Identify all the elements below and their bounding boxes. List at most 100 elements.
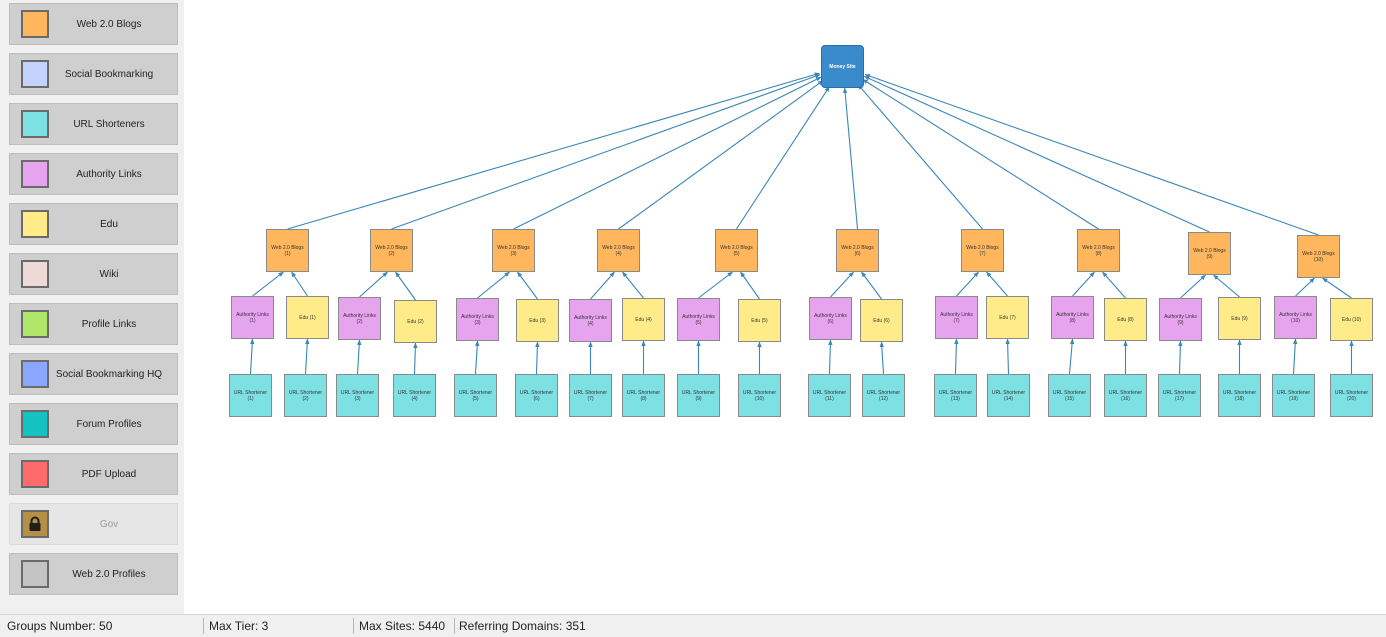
edu-node-2[interactable]: Edu (2) <box>394 300 437 343</box>
diagram-links <box>249 72 1354 375</box>
url-shortener-node-14[interactable]: URL Shortener (14) <box>987 374 1030 417</box>
link-web2-8-to-money-site <box>862 78 1099 230</box>
url-shortener-node-5[interactable]: URL Shortener (5) <box>454 374 497 417</box>
url-shortener-node-18[interactable]: URL Shortener (18) <box>1218 374 1261 417</box>
edu-node-10[interactable]: Edu (10) <box>1330 298 1373 341</box>
link-shortener-14-to-edu-7 <box>1005 338 1010 375</box>
authority-links-node-10[interactable]: Authority Links (10) <box>1274 296 1317 339</box>
web2-blog-node-2[interactable]: Web 2.0 Blogs (2) <box>370 229 413 272</box>
edu-node-3[interactable]: Edu (3) <box>516 299 559 342</box>
link-authority-9-to-web2-9 <box>1180 274 1206 299</box>
link-edu-6-to-web2-6 <box>861 271 882 300</box>
link-shortener-15-to-authority-8 <box>1068 338 1075 375</box>
money-site-node[interactable]: Money Site <box>821 45 864 88</box>
link-web2-3-to-money-site <box>513 76 822 230</box>
edu-node-9[interactable]: Edu (9) <box>1218 297 1261 340</box>
edu-node-7[interactable]: Edu (7) <box>986 296 1029 339</box>
link-edu-8-to-web2-8 <box>1102 271 1126 299</box>
authority-links-node-3[interactable]: Authority Links (3) <box>456 298 499 341</box>
url-shortener-node-12[interactable]: URL Shortener (12) <box>862 374 905 417</box>
web2-blog-node-8[interactable]: Web 2.0 Blogs (8) <box>1077 229 1120 272</box>
link-authority-5-to-web2-5 <box>698 271 733 299</box>
authority-links-node-7[interactable]: Authority Links (7) <box>935 296 978 339</box>
authority-links-node-5[interactable]: Authority Links (5) <box>677 298 720 341</box>
palette-item-authority-links[interactable]: Authority Links <box>9 153 178 195</box>
link-edu-5-to-web2-5 <box>740 271 760 300</box>
palette-item-label: Wiki <box>99 268 119 280</box>
authority-links-node-9[interactable]: Authority Links (9) <box>1159 298 1202 341</box>
profile-links-swatch <box>21 310 49 338</box>
edu-node-5[interactable]: Edu (5) <box>738 299 781 342</box>
url-shortener-node-10[interactable]: URL Shortener (10) <box>738 374 781 417</box>
edu-node-1[interactable]: Edu (1) <box>286 296 329 339</box>
palette-item-label: URL Shorteners <box>73 118 145 130</box>
palette-item-label: Forum Profiles <box>76 418 142 430</box>
authority-links-node-4[interactable]: Authority Links (4) <box>569 299 612 342</box>
url-shortener-node-4[interactable]: URL Shortener (4) <box>393 374 436 417</box>
web2-blog-node-6[interactable]: Web 2.0 Blogs (6) <box>836 229 879 272</box>
url-shortener-node-6[interactable]: URL Shortener (6) <box>515 374 558 417</box>
web2-blog-node-7[interactable]: Web 2.0 Blogs (7) <box>961 229 1004 272</box>
social-bookmarking-hq-swatch <box>21 360 49 388</box>
max-tier: Max Tier: 3 <box>209 619 269 633</box>
lock-icon <box>21 510 49 538</box>
authority-links-node-6[interactable]: Authority Links (6) <box>809 297 852 340</box>
palette-item-label: Social Bookmarking <box>64 68 154 80</box>
max-sites: Max Sites: 5440 <box>359 619 446 633</box>
url-shorteners-swatch <box>21 110 49 138</box>
palette-item-web-2-0-profiles[interactable]: Web 2.0 Profiles <box>9 553 178 595</box>
url-shortener-node-1[interactable]: URL Shortener (1) <box>229 374 272 417</box>
url-shortener-node-20[interactable]: URL Shortener (20) <box>1330 374 1373 417</box>
palette-item-url-shorteners[interactable]: URL Shorteners <box>9 103 178 145</box>
link-authority-1-to-web2-1 <box>252 271 284 297</box>
edu-node-8[interactable]: Edu (8) <box>1104 298 1147 341</box>
palette-item-pdf-upload[interactable]: PDF Upload <box>9 453 178 495</box>
web2-blog-node-3[interactable]: Web 2.0 Blogs (3) <box>492 229 535 272</box>
web2-blog-node-4[interactable]: Web 2.0 Blogs (4) <box>597 229 640 272</box>
authority-links-node-2[interactable]: Authority Links (2) <box>338 297 381 340</box>
link-shortener-17-to-authority-9 <box>1178 340 1183 375</box>
palette-item-forum-profiles[interactable]: Forum Profiles <box>9 403 178 445</box>
link-web2-2-to-money-site <box>391 74 821 230</box>
status-divider <box>454 618 455 634</box>
link-shortener-6-to-edu-3 <box>535 341 540 375</box>
palette-item-label: Authority Links <box>76 168 142 180</box>
url-shortener-node-17[interactable]: URL Shortener (17) <box>1158 374 1201 417</box>
palette-item-profile-links[interactable]: Profile Links <box>9 303 178 345</box>
link-web2-7-to-money-site <box>857 84 983 230</box>
link-edu-3-to-web2-3 <box>517 271 538 300</box>
url-shortener-node-19[interactable]: URL Shortener (19) <box>1272 374 1315 417</box>
web2-blog-node-9[interactable]: Web 2.0 Blogs (9) <box>1188 232 1231 275</box>
edu-node-6[interactable]: Edu (6) <box>860 299 903 342</box>
edu-swatch <box>21 210 49 238</box>
palette-item-wiki[interactable]: Wiki <box>9 253 178 295</box>
palette-item-edu[interactable]: Edu <box>9 203 178 245</box>
web2-blog-node-1[interactable]: Web 2.0 Blogs (1) <box>266 229 309 272</box>
url-shortener-node-9[interactable]: URL Shortener (9) <box>677 374 720 417</box>
palette-item-label: Gov <box>99 518 119 530</box>
web2-blog-node-10[interactable]: Web 2.0 Blogs (10) <box>1297 235 1340 278</box>
authority-links-node-1[interactable]: Authority Links (1) <box>231 296 274 339</box>
url-shortener-node-2[interactable]: URL Shortener (2) <box>284 374 327 417</box>
edu-node-4[interactable]: Edu (4) <box>622 298 665 341</box>
url-shortener-node-16[interactable]: URL Shortener (16) <box>1104 374 1147 417</box>
palette-item-web-2-0-blogs[interactable]: Web 2.0 Blogs <box>9 3 178 45</box>
url-shortener-node-7[interactable]: URL Shortener (7) <box>569 374 612 417</box>
palette-item-social-bookmarking-hq[interactable]: Social Bookmarking HQ <box>9 353 178 395</box>
url-shortener-node-13[interactable]: URL Shortener (13) <box>934 374 977 417</box>
url-shortener-node-15[interactable]: URL Shortener (15) <box>1048 374 1091 417</box>
web-2-0-profiles-swatch <box>21 560 49 588</box>
link-shortener-5-to-authority-3 <box>474 340 480 375</box>
url-shortener-node-8[interactable]: URL Shortener (8) <box>622 374 665 417</box>
palette-item-social-bookmarking[interactable]: Social Bookmarking <box>9 53 178 95</box>
web2-blog-node-5[interactable]: Web 2.0 Blogs (5) <box>715 229 758 272</box>
status-bar: Groups Number: 50 Max Tier: 3 Max Sites:… <box>0 614 1386 637</box>
referring-domains: Referring Domains: 351 <box>459 619 586 633</box>
authority-links-node-8[interactable]: Authority Links (8) <box>1051 296 1094 339</box>
link-web2-9-to-money-site <box>863 75 1210 233</box>
url-shortener-node-3[interactable]: URL Shortener (3) <box>336 374 379 417</box>
palette-item-label: PDF Upload <box>81 468 137 480</box>
url-shortener-node-11[interactable]: URL Shortener (11) <box>808 374 851 417</box>
